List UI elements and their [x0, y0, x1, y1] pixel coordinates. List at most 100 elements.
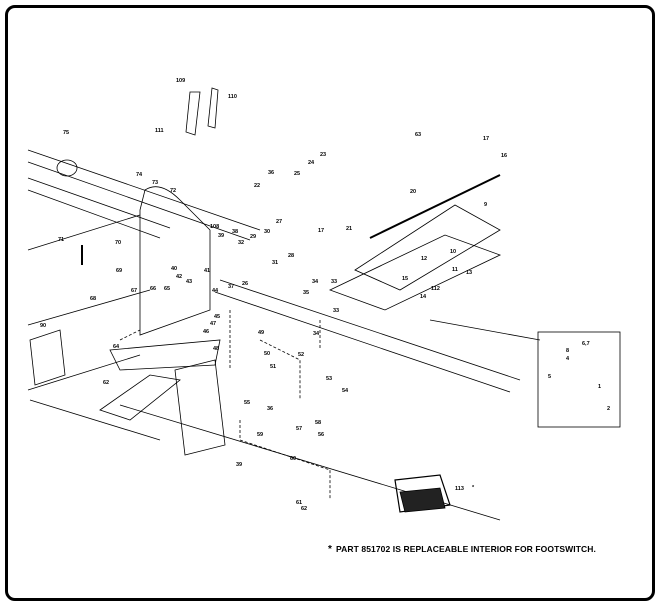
part-label: 69: [116, 268, 122, 274]
part-label: 37: [228, 284, 234, 290]
part-label: 63: [415, 132, 421, 138]
part-label: 48: [213, 346, 219, 352]
rail-line: [29, 399, 161, 441]
part-label: 108: [210, 224, 219, 230]
part-label: 40: [171, 266, 177, 272]
part-109: [185, 91, 201, 136]
part-label: 112: [431, 286, 440, 292]
part-label: 113: [455, 486, 464, 492]
part-label: 111: [155, 128, 164, 134]
part-label: 50: [264, 351, 270, 357]
part-label: 60: [290, 456, 296, 462]
part-label: 17: [318, 228, 324, 234]
part-label: 33: [333, 308, 339, 314]
part-label: 43: [186, 279, 192, 285]
footswitch-113: [394, 474, 451, 513]
part-label: 68: [90, 296, 96, 302]
rail-line: [214, 291, 511, 393]
part-label: 8: [566, 348, 569, 354]
rail-line: [27, 189, 161, 239]
part-label: 38: [232, 229, 238, 235]
part-label: 21: [346, 226, 352, 232]
part-label: *: [472, 485, 475, 491]
part-label: 26: [242, 281, 248, 287]
part-label: 74: [136, 172, 143, 178]
part-label: 34: [313, 331, 320, 337]
part-label: 51: [270, 364, 276, 370]
part-label: 1: [598, 384, 601, 390]
footnote: *PART 851702 IS REPLACEABLE INTERIOR FOR…: [328, 544, 596, 555]
part-label: 61: [296, 500, 302, 506]
part-label: 110: [228, 94, 237, 100]
part-label: 34: [312, 279, 319, 285]
part-label: 42: [176, 274, 182, 280]
part-label: 41: [204, 268, 210, 274]
part-label: 4: [566, 356, 570, 362]
rail-line: [27, 354, 141, 391]
part-label: 62: [301, 506, 307, 512]
housing: [139, 186, 211, 336]
pulley-75: [56, 159, 78, 177]
part-label: 24: [308, 160, 315, 166]
part-label: 62: [103, 380, 109, 386]
stand-top: [109, 339, 221, 371]
leg-right: [174, 359, 226, 456]
detail-box: [537, 331, 621, 428]
part-label: 90: [40, 323, 46, 329]
part-label: 30: [264, 229, 270, 235]
part-label: 49: [258, 330, 264, 336]
rail-line: [27, 161, 251, 241]
part-label: 70: [115, 240, 121, 246]
part-label: 25: [294, 171, 300, 177]
part-label: 13: [466, 270, 472, 276]
part-label: 28: [288, 253, 294, 259]
part-label: 27: [276, 219, 282, 225]
part-label: 52: [298, 352, 304, 358]
footnote-text: PART 851702 IS REPLACEABLE INTERIOR FOR …: [336, 544, 596, 554]
diagram-frame: [5, 5, 655, 601]
part-label: 20: [410, 189, 416, 195]
leg-left: [99, 374, 181, 421]
part-label: 71: [58, 237, 64, 243]
part-label: 11: [452, 267, 458, 273]
part-label: 17: [483, 136, 489, 142]
part-label: 53: [326, 376, 332, 382]
rail-line: [27, 149, 261, 231]
part-label: 23: [320, 152, 326, 158]
motor-plate: [328, 234, 502, 311]
part-label: 22: [254, 183, 260, 189]
part-label: 9: [484, 202, 487, 208]
part-110: [207, 87, 219, 129]
part-label: 16: [501, 153, 507, 159]
part-label: 32: [238, 240, 244, 246]
part-label: 66: [150, 286, 156, 292]
part-label: 36: [267, 406, 273, 412]
part-label: 75: [63, 130, 69, 136]
rail-line: [27, 289, 151, 326]
part-label: 6,7: [582, 341, 590, 347]
part-label: 45: [214, 314, 220, 320]
part-label: 72: [170, 188, 176, 194]
part-label: 12: [421, 256, 427, 262]
part-label: 64: [113, 344, 120, 350]
dashed-linkage: [229, 310, 331, 500]
part-label: 33: [331, 279, 337, 285]
bracket-9: [354, 204, 501, 291]
part-label: 55: [244, 400, 250, 406]
rail-line: [27, 177, 171, 229]
part-label: 14: [420, 294, 427, 300]
part-label: 10: [450, 249, 456, 255]
rail-line: [219, 279, 521, 381]
part-label: 15: [402, 276, 408, 282]
part-label: 29: [250, 234, 256, 240]
detail-leader: [429, 319, 541, 341]
part-label: 2: [607, 406, 610, 412]
part-label: 56: [318, 432, 324, 438]
part-label: 36: [268, 170, 274, 176]
part-label: 35: [303, 290, 309, 296]
part-label: 54: [342, 388, 349, 394]
dashed-linkage: [119, 329, 301, 400]
shaft-20: [369, 174, 501, 239]
